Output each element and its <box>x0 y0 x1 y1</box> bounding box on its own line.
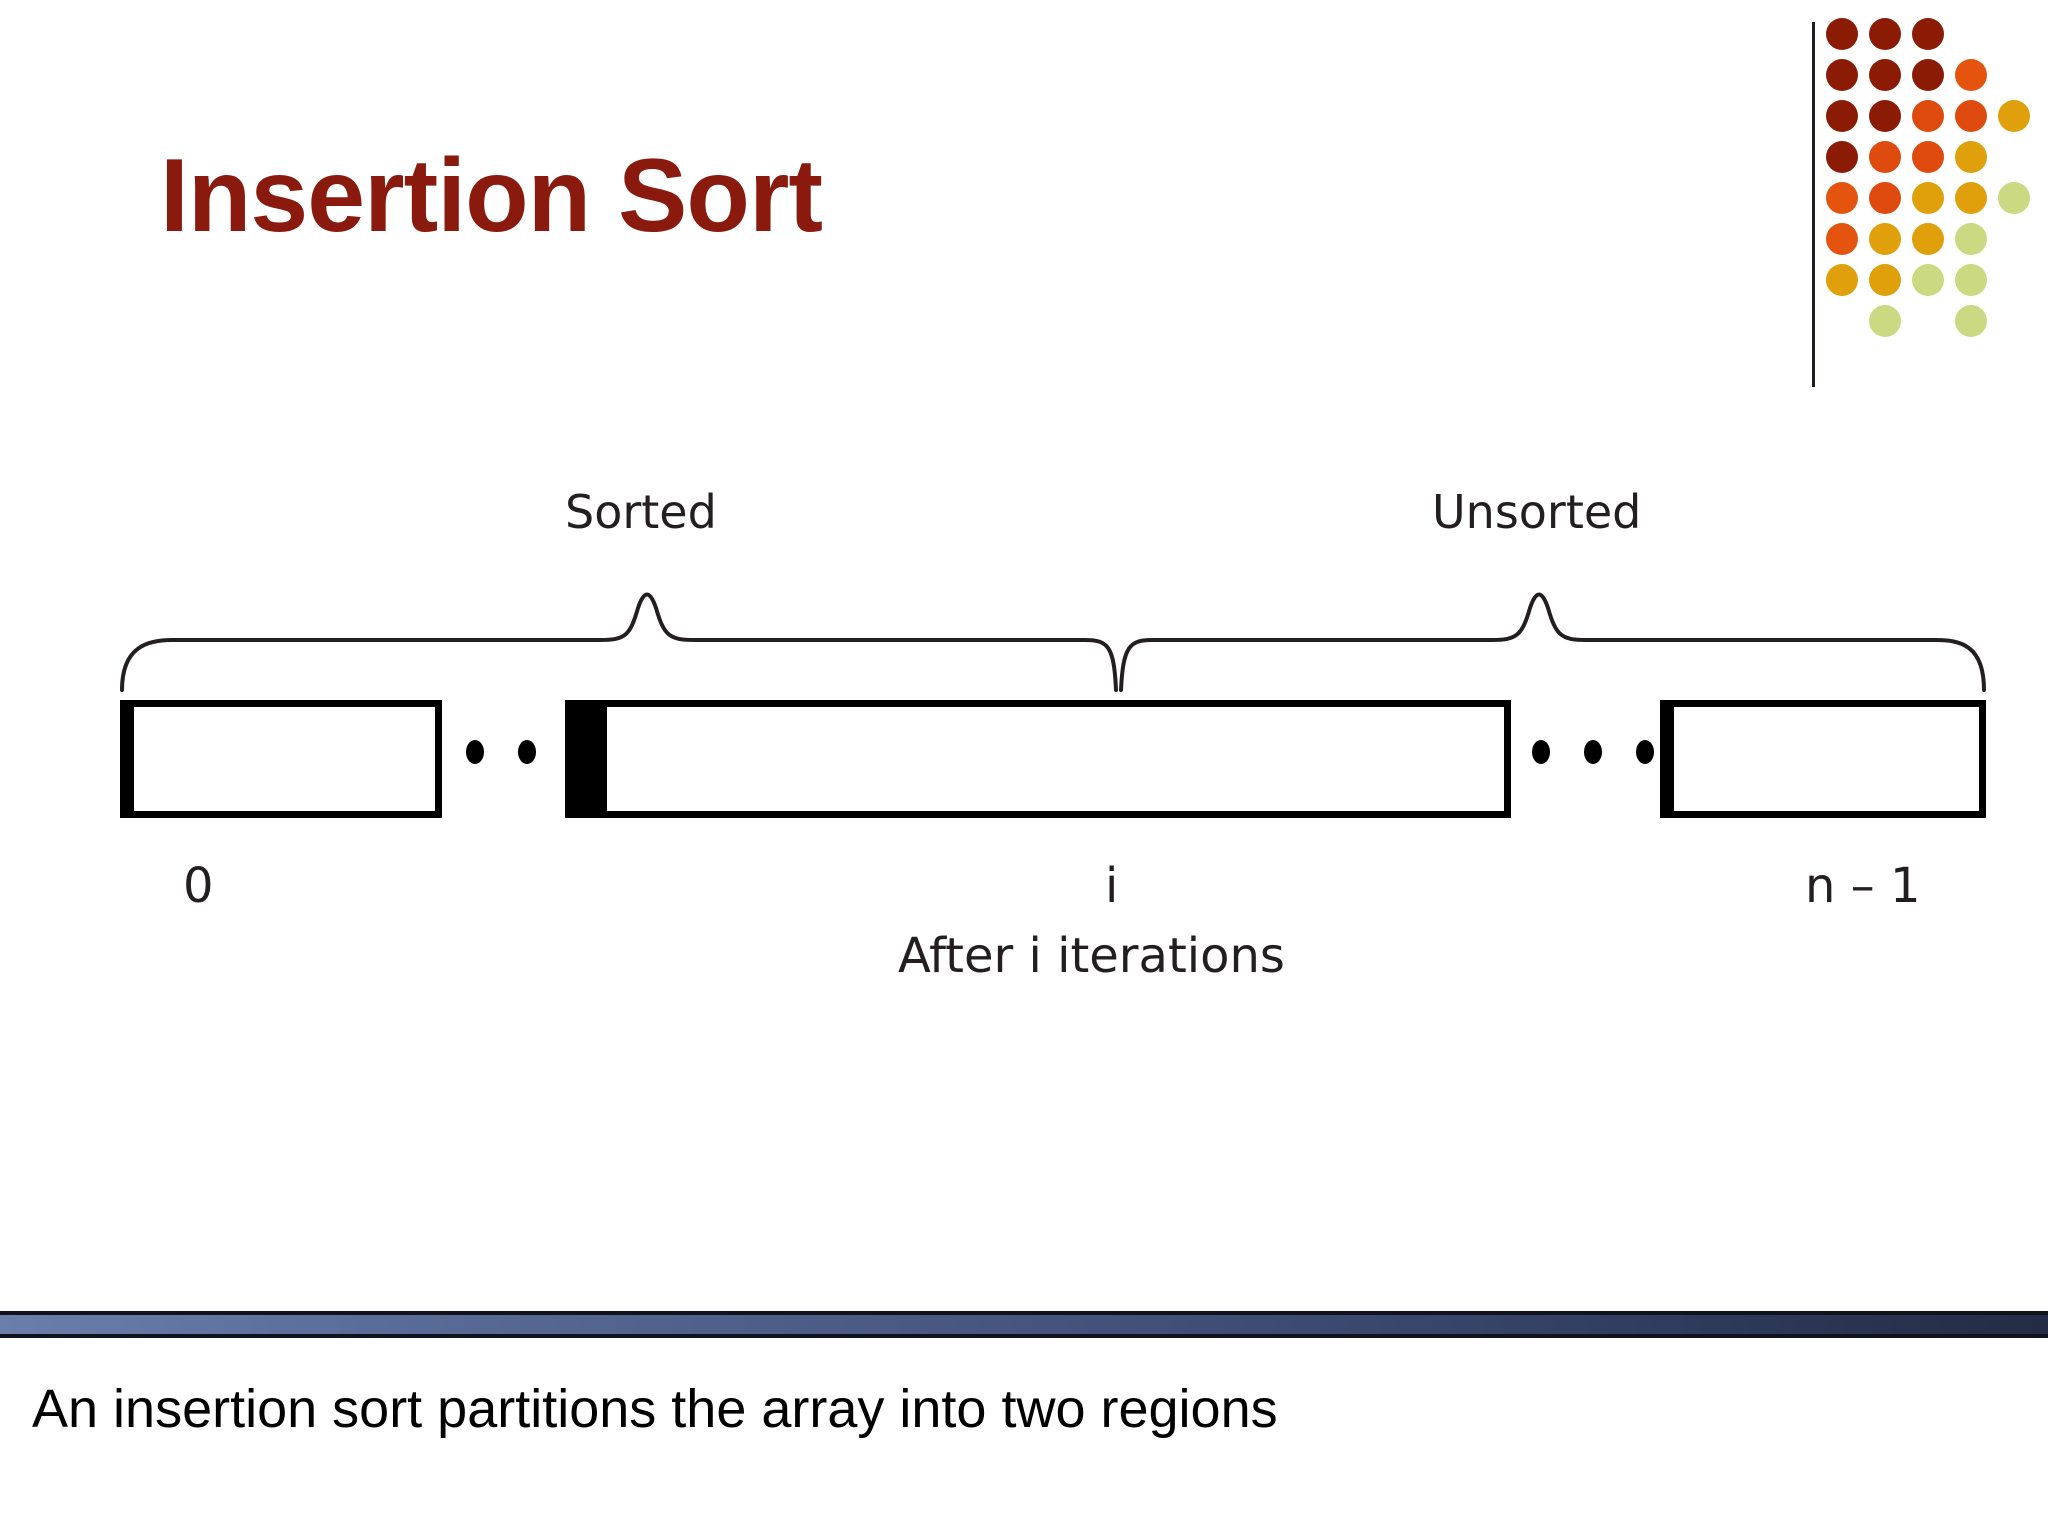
decorative-dot <box>1955 264 1987 296</box>
decorative-dot <box>1955 305 1987 337</box>
ellipsis-dot <box>466 740 484 764</box>
decorative-vertical-rule <box>1812 22 1815 387</box>
decorative-dot <box>1955 182 1987 214</box>
index-label-first: 0 <box>183 858 214 914</box>
decorative-dot <box>1955 141 1987 173</box>
array-cell <box>572 707 579 811</box>
array-group-right <box>1660 700 1986 818</box>
decorative-dot <box>1826 264 1858 296</box>
decorative-dot <box>1869 100 1901 132</box>
array-cell <box>1667 707 1674 811</box>
accent-bar <box>0 1311 2048 1338</box>
ellipsis-dot <box>1636 740 1654 764</box>
decorative-dot <box>1955 59 1987 91</box>
index-label-i: i <box>1105 858 1119 914</box>
decorative-dot <box>1912 18 1944 50</box>
decorative-dot <box>1955 100 1987 132</box>
decorative-dot <box>1912 100 1944 132</box>
decorative-dot <box>1912 223 1944 255</box>
array-cell <box>600 707 607 811</box>
decorative-dot <box>1955 223 1987 255</box>
array-cell <box>586 707 593 811</box>
decorative-dot <box>1869 223 1901 255</box>
decorative-dot-grid <box>1826 18 2036 358</box>
decorative-dot <box>1826 59 1858 91</box>
decorative-dot <box>1826 100 1858 132</box>
decorative-dot <box>1826 223 1858 255</box>
decorative-dot <box>1998 100 2030 132</box>
decorative-dot <box>1912 264 1944 296</box>
decorative-dot <box>1869 182 1901 214</box>
decorative-dot <box>1869 264 1901 296</box>
decorative-dot <box>1912 182 1944 214</box>
array-group-left <box>120 700 442 818</box>
decorative-dot <box>1869 18 1901 50</box>
region-label-sorted: Sorted <box>565 485 717 539</box>
decorative-dot <box>1869 305 1901 337</box>
ellipsis-dot <box>518 740 536 764</box>
array-cell <box>127 707 134 811</box>
insertion-sort-diagram: Sorted Unsorted <box>0 440 2048 1000</box>
decorative-dot <box>1826 141 1858 173</box>
footer-note: An insertion sort partitions the array i… <box>32 1379 1278 1439</box>
decorative-dot <box>1912 141 1944 173</box>
decorative-dot <box>1869 59 1901 91</box>
ellipsis-dot <box>1584 740 1602 764</box>
array-cell <box>593 707 600 811</box>
diagram-caption: After i iterations <box>898 928 1285 984</box>
decorative-dot <box>1998 182 2030 214</box>
decorative-dot <box>1869 141 1901 173</box>
index-label-last: n – 1 <box>1805 858 1921 914</box>
decorative-dot <box>1826 18 1858 50</box>
array-cell <box>579 707 586 811</box>
array-group-middle <box>565 700 1511 818</box>
ellipsis-right-icon <box>1532 740 1654 764</box>
region-brace-icon <box>120 592 1986 692</box>
decorative-dot <box>1912 59 1944 91</box>
ellipsis-dot <box>1532 740 1550 764</box>
page-title: Insertion Sort <box>160 138 823 254</box>
decorative-dot <box>1826 182 1858 214</box>
region-label-unsorted: Unsorted <box>1432 485 1642 539</box>
